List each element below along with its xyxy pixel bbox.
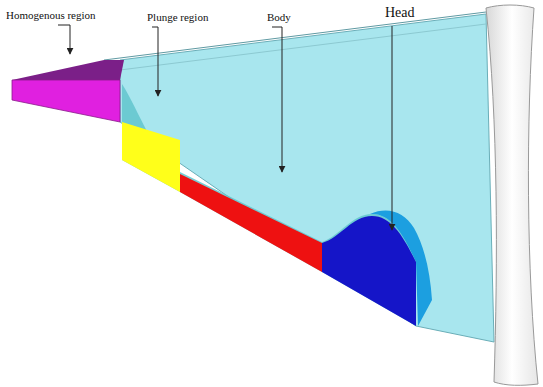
homogenous-block bbox=[12, 80, 120, 122]
leader-line bbox=[272, 27, 282, 172]
current-surface bbox=[122, 84, 416, 326]
channel-top-edge bbox=[104, 12, 486, 60]
homogenous-top bbox=[12, 60, 124, 80]
leader-line bbox=[392, 26, 393, 230]
region-label: Head bbox=[384, 5, 416, 20]
body-block bbox=[180, 174, 322, 272]
head-block bbox=[322, 216, 416, 326]
leader-line bbox=[152, 27, 158, 96]
region-label: Body bbox=[266, 11, 292, 23]
leader-line bbox=[58, 25, 70, 54]
region-label: Homogenous region bbox=[5, 9, 97, 21]
region-label: Plunge region bbox=[146, 11, 209, 23]
end-wall bbox=[486, 5, 538, 385]
channel-top-edge bbox=[120, 24, 486, 70]
plunge-block bbox=[122, 122, 180, 192]
ambient-fluid bbox=[120, 14, 494, 342]
